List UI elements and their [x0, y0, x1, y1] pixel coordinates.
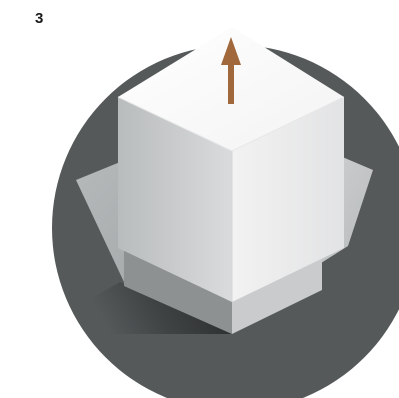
- box-lift-illustration: [0, 0, 399, 398]
